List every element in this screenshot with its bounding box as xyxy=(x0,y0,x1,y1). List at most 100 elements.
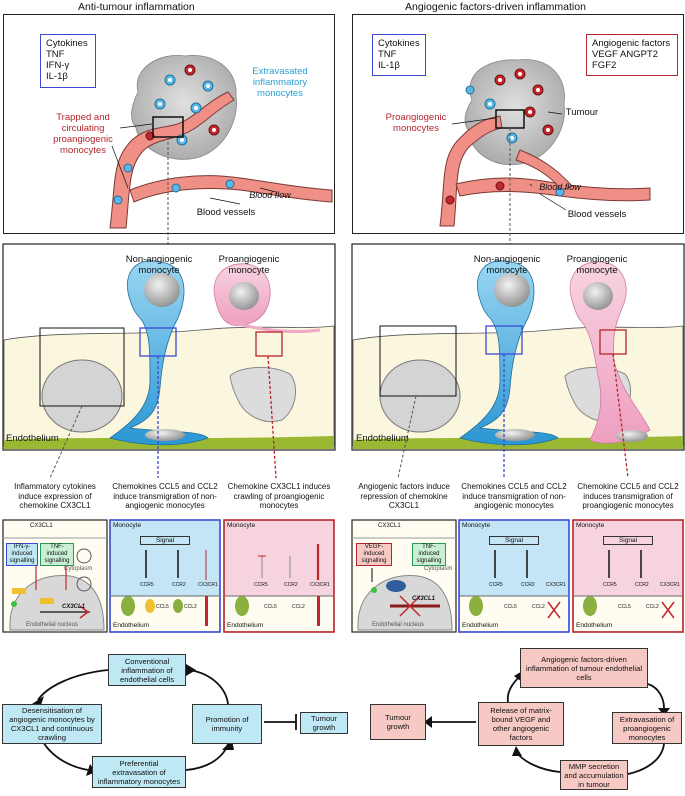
detail-ccr2-1: CCR2 xyxy=(172,582,186,588)
detail-monocyte-label-4: Monocyte xyxy=(576,522,605,529)
detail-endothelium-2: Endothelium xyxy=(227,622,264,629)
endothelium-left xyxy=(2,243,336,479)
detail-ifn-signalling: IFN-γ-induced signalling xyxy=(6,543,38,566)
detail-monocyte-right-pink xyxy=(572,519,684,633)
label-blood-flow-right: Blood flow xyxy=(539,182,581,192)
header-left: Anti-tumour inflammation xyxy=(78,1,195,13)
label-proangiogenic-left: Proangiogenic monocyte xyxy=(218,254,280,276)
monocytes-left xyxy=(113,64,235,205)
detail-ccr2-4: CCR2 xyxy=(635,582,649,588)
caption-left-3: Chemokine CX3CL1 induces crawling of pro… xyxy=(227,482,331,510)
detail-ccl5-3: CCL5 xyxy=(504,604,517,610)
detail-ccr5-1: CCR5 xyxy=(140,582,154,588)
cycle-tumour-growth-right: Tumour growth xyxy=(370,704,426,740)
cycle-angio-driven: Angiogenic factors-driven inflammation o… xyxy=(520,648,648,688)
label-proangiogenic-top: Proangiogenic monocytes xyxy=(385,112,447,134)
detail-signal-3: Signal xyxy=(489,536,539,545)
detail-ccl2-1: CCL2 xyxy=(184,604,197,610)
detail-cx3cl1-right: CX3CL1 xyxy=(378,523,401,529)
detail-endothelial-left xyxy=(2,519,108,633)
detail-cx3cr1-4: CX3CR1 xyxy=(660,582,680,588)
detail-monocyte-label-1: Monocyte xyxy=(113,522,142,529)
label-endothelium-right: Endothelium xyxy=(356,433,409,444)
angiogenic-heading: Angiogenic factors xyxy=(592,38,671,49)
cycle-mmp: MMP secretion and accumulation in tumour xyxy=(560,760,628,790)
cytokine-tnf-right: TNF xyxy=(378,49,397,60)
label-non-angiogenic-right: Non-angiogenic monocyte xyxy=(473,254,541,276)
detail-nucleus-right: Endothelial nucleus xyxy=(372,622,425,628)
detail-gene-left: CX3CL1 xyxy=(62,604,86,610)
detail-cx3cr1-1: CX3CR1 xyxy=(198,582,218,588)
detail-ccl2-2: CCL2 xyxy=(292,604,305,610)
cycle-release: Release of matrix-bound VEGF and other a… xyxy=(478,702,564,746)
blood-vessels-right xyxy=(439,115,651,227)
caption-right-2: Chemokines CCL5 and CCL2 induce transmig… xyxy=(461,482,567,510)
endothelium-right xyxy=(351,243,685,479)
detail-cx3cr1-2: CX3CR1 xyxy=(310,582,330,588)
cytokine-ifng: IFN-γ xyxy=(46,60,70,71)
detail-ccr2-2: CCR2 xyxy=(284,582,298,588)
label-extravasated: Extravasated inflammatory monocytes xyxy=(252,66,308,99)
angiogenic-box: Angiogenic factors VEGF ANGPT2 FGF2 xyxy=(586,34,678,76)
detail-tnf-signalling-right: TNF-induced signalling xyxy=(412,543,446,566)
label-non-angiogenic-left: Non-angiogenic monocyte xyxy=(125,254,193,276)
caption-left-1: Inflammatory cytokines induce expression… xyxy=(14,482,96,510)
cycle-tumour-growth-left: Tumour growth xyxy=(300,712,348,734)
label-blood-vessels-left: Blood vessels xyxy=(196,207,256,218)
cycle-extravasation: Extravasation of proangiogenic monocytes xyxy=(612,712,682,744)
detail-ccl2-4: CCL2 xyxy=(646,604,659,610)
detail-signal-1: Signal xyxy=(140,536,190,545)
detail-monocyte-label-3: Monocyte xyxy=(462,522,491,529)
detail-signal-4: Signal xyxy=(603,536,653,545)
cytokine-il1b-right: IL-1β xyxy=(378,60,400,71)
detail-vegf-signalling: VEGF-induced signalling xyxy=(356,543,392,566)
blood-vessels-left xyxy=(109,91,333,229)
cycle-desensitisation: Desensitisation of angiogenic monocytes … xyxy=(2,704,102,744)
cytokine-heading-right: Cytokines xyxy=(378,38,420,49)
cytokine-heading: Cytokines xyxy=(46,38,88,49)
header-right: Angiogenic factors-driven inflammation xyxy=(405,1,586,13)
angiogenic-fgf2: FGF2 xyxy=(592,60,617,71)
detail-ccl2-3: CCL2 xyxy=(532,604,545,610)
detail-monocyte-right-blue xyxy=(458,519,570,633)
label-trapped: Trapped and circulating proangiogenic mo… xyxy=(53,112,113,156)
detail-monocyte-label-2: Monocyte xyxy=(227,522,256,529)
caption-right-1: Angiogenic factors induce repression of … xyxy=(358,482,450,510)
cycle-preferential: Preferential extravasation of inflammato… xyxy=(92,756,186,788)
detail-nucleus-left: Endothelial nucleus xyxy=(26,622,79,628)
label-blood-vessels-right: Blood vessels xyxy=(567,209,627,220)
cycle-conventional: Conventional inflammation of endothelial… xyxy=(108,654,186,686)
cytokine-box-left: Cytokines TNF IFN-γ IL-1β xyxy=(40,34,96,88)
detail-ccr5-4: CCR5 xyxy=(603,582,617,588)
label-proangiogenic-right: Proangiogenic monocyte xyxy=(566,254,628,276)
detail-ccr2-3: CCR2 xyxy=(521,582,535,588)
detail-monocyte-left-pink xyxy=(223,519,335,633)
label-tumour: Tumour xyxy=(565,107,599,118)
cytokine-tnf: TNF xyxy=(46,49,65,60)
detail-gene-right: CX3CL1 xyxy=(412,596,436,602)
detail-endothelium-1: Endothelium xyxy=(113,622,150,629)
caption-left-2: Chemokines CCL5 and CCL2 induce transmig… xyxy=(112,482,218,510)
detail-cx3cl1-left: CX3CL1 xyxy=(30,523,53,529)
angiogenic-vegf: VEGF ANGPT2 xyxy=(592,49,658,60)
detail-cytoplasm-left: Cytoplasm xyxy=(64,566,93,572)
label-blood-flow-left: Blood flow xyxy=(249,190,291,200)
cycle-promotion: Promotion of immunity xyxy=(192,704,262,744)
caption-right-3: Chemokine CCL5 and CCL2 induces transmig… xyxy=(577,482,679,510)
label-endothelium-left: Endothelium xyxy=(6,433,59,444)
detail-ccr5-3: CCR5 xyxy=(489,582,503,588)
detail-endothelium-4: Endothelium xyxy=(576,622,613,629)
detail-endothelial-right xyxy=(351,519,457,633)
cytokine-il1b: IL-1β xyxy=(46,71,68,82)
detail-ccl5-1: CCL5 xyxy=(156,604,169,610)
detail-ccl5-4: CCL5 xyxy=(618,604,631,610)
detail-endothelium-3: Endothelium xyxy=(462,622,499,629)
detail-monocyte-left-blue xyxy=(109,519,221,633)
detail-cx3cr1-3: CX3CR1 xyxy=(546,582,566,588)
detail-ccr5-2: CCR5 xyxy=(254,582,268,588)
detail-cytoplasm-right: Cytoplasm xyxy=(424,566,453,572)
cytokine-box-right: Cytokines TNF IL-1β xyxy=(372,34,426,76)
detail-ccl5-2: CCL5 xyxy=(264,604,277,610)
detail-tnf-signalling: TNF-induced signalling xyxy=(40,543,74,566)
